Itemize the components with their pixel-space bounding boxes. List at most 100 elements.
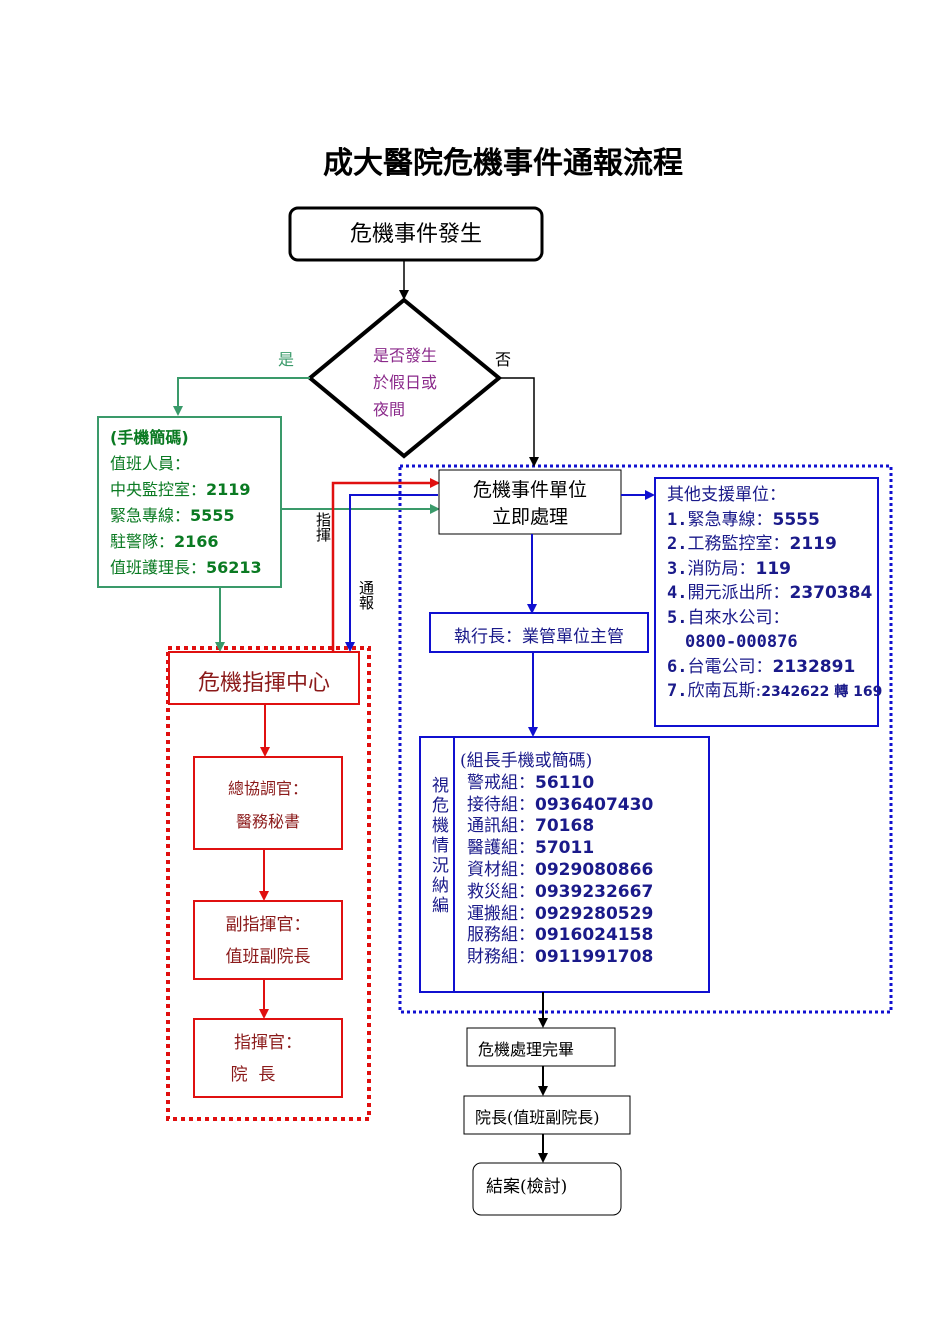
crisis-unit-text: 危機事件單位 立即處理 — [439, 477, 621, 531]
role-label: 副指揮官： — [225, 915, 311, 935]
support-entry-name: 緊急專線： — [687, 509, 773, 530]
support-entry: 5.自來水公司： — [667, 606, 882, 631]
teams-side-label: 視危機情況納編 — [428, 776, 448, 916]
crisis-unit-line: 危機事件單位 — [472, 479, 587, 501]
role-label: 總協調官： — [227, 779, 308, 798]
team-entry: 救災組：0939232667 — [460, 882, 653, 904]
duty-subheader: 值班人員： — [110, 454, 191, 473]
duty-entry: 緊急專線：5555 — [110, 503, 262, 529]
team-entry-number: 70168 — [535, 816, 595, 837]
duty-entry-name: 中央監控室： — [110, 480, 207, 499]
duty-entry: 中央監控室：2119 — [110, 477, 262, 503]
no-label: 否 — [495, 350, 512, 369]
support-entry: 4.開元派出所：2370384 — [667, 581, 882, 606]
support-entry-number: 0800-000876 — [685, 632, 798, 652]
decision-diamond — [306, 297, 503, 459]
start-node-box — [288, 206, 544, 262]
support-entry-number: 2370384 — [789, 583, 873, 603]
team-entry: 警戒組：56110 — [460, 773, 653, 795]
executive-label: 執行長：業管單位主管 — [454, 627, 624, 647]
support-entry: 2.工務監控室：2119 — [667, 532, 882, 557]
complete-box — [466, 1027, 616, 1067]
executive-box — [429, 612, 649, 653]
team-entry: 服務組：0916024158 — [460, 925, 653, 947]
team-entry: 資材組：0929080866 — [460, 860, 653, 882]
team-entry: 財務組：0911991708 — [460, 947, 653, 969]
support-header: 其他支援單位： — [667, 485, 786, 505]
duty-entry: 駐警隊：2166 — [110, 529, 262, 555]
edge-command-center-to-unit — [331, 478, 440, 653]
duty-entry-name: 值班護理長： — [110, 558, 207, 577]
duty-entry-number: 2119 — [206, 480, 251, 499]
role-label: 指揮官： — [234, 1033, 302, 1053]
close-case-box — [472, 1162, 622, 1216]
support-entry-number: 2132891 — [772, 656, 856, 677]
support-entry-index: 6. — [667, 656, 688, 677]
commander-box — [193, 1018, 343, 1098]
team-entry: 運搬組：0929280529 — [460, 904, 653, 926]
teams-box-content: (組長手機或簡碼) 警戒組：56110 接待組：0936407430 通訊組：7… — [460, 751, 653, 969]
team-entry-name: 服務組： — [467, 925, 535, 946]
support-entry-number: 119 — [755, 558, 791, 579]
support-entry-index: 3. — [667, 558, 688, 579]
support-entry-number: 2342622 轉 169 — [761, 684, 883, 700]
support-entry-name: 自來水公司： — [687, 607, 790, 628]
team-entry-name: 運搬組： — [467, 903, 535, 924]
coordinator-text: 總協調官： 醫務秘書 — [194, 772, 342, 838]
crisis-unit-group-outline — [398, 464, 893, 1014]
team-entry-number: 0911991708 — [535, 947, 654, 968]
commander-text: 指揮官： 院 長 — [194, 1027, 342, 1091]
support-entry-index: 4. — [667, 583, 688, 603]
edge-yes-to-duty — [173, 377, 310, 416]
support-entry-name: 台電公司： — [687, 656, 773, 677]
team-entry-name: 通訊組： — [467, 816, 535, 837]
duty-box — [97, 416, 282, 588]
decision-line: 是否發生 — [373, 346, 438, 365]
team-entry-number: 56110 — [535, 772, 595, 793]
person-label: 醫務秘書 — [235, 812, 300, 831]
coordinator-box — [193, 756, 343, 850]
support-entry-index: 1. — [667, 509, 688, 530]
page-title: 成大醫院危機事件通報流程 — [323, 146, 683, 181]
support-entry-index: 5. — [667, 607, 688, 628]
team-entry-name: 財務組： — [467, 947, 535, 968]
duty-entry-number: 5555 — [190, 506, 235, 525]
support-entry-name: 開元派出所： — [687, 583, 790, 603]
edge-no-to-unit — [499, 377, 539, 467]
team-entry: 接待組：0936407430 — [460, 795, 653, 817]
person-label: 院 長 — [230, 1065, 276, 1085]
team-entry-number: 0929080866 — [535, 859, 654, 880]
team-entry-name: 接待組： — [467, 794, 535, 815]
support-entry-index: 7. — [667, 681, 688, 701]
support-entry-number: 5555 — [772, 509, 820, 530]
duty-entry-number: 2166 — [174, 532, 219, 551]
command-center-title: 危機指揮中心 — [197, 671, 330, 696]
director-box — [463, 1095, 631, 1135]
team-entry-number: 0939232667 — [535, 881, 654, 902]
support-box — [654, 477, 879, 727]
team-entry-number: 57011 — [535, 838, 595, 859]
support-entry-name: 欣南瓦斯: — [687, 681, 762, 701]
duty-entry: 值班護理長：56213 — [110, 555, 262, 581]
support-entry: 3.消防局：119 — [667, 557, 882, 582]
duty-entry-name: 緊急專線： — [110, 506, 191, 525]
director-label: 院長(值班副院長) — [475, 1108, 600, 1127]
team-entry: 通訊組：70168 — [460, 816, 653, 838]
decision-line: 於假日或 — [373, 373, 438, 392]
edge-unit-report-to-command — [345, 494, 438, 652]
duty-entry-name: 駐警隊： — [110, 532, 175, 551]
close-case-label: 結案(檢討) — [486, 1177, 568, 1197]
team-entry-number: 0916024158 — [535, 925, 654, 946]
team-entry-name: 救災組： — [467, 881, 535, 902]
yes-label: 是 — [278, 350, 295, 369]
teams-header: (組長手機或簡碼) — [460, 751, 593, 771]
team-entry: 醫護組：57011 — [460, 838, 653, 860]
team-entry-name: 資材組： — [467, 859, 535, 880]
team-entry-name: 醫護組： — [467, 838, 535, 859]
teams-box — [419, 736, 710, 993]
duty-header: (手機簡碼) — [110, 428, 189, 447]
support-entry-number: 2119 — [789, 534, 837, 554]
crisis-unit-line: 立即處理 — [491, 506, 568, 528]
edge-label-command: 指揮 — [314, 512, 332, 542]
